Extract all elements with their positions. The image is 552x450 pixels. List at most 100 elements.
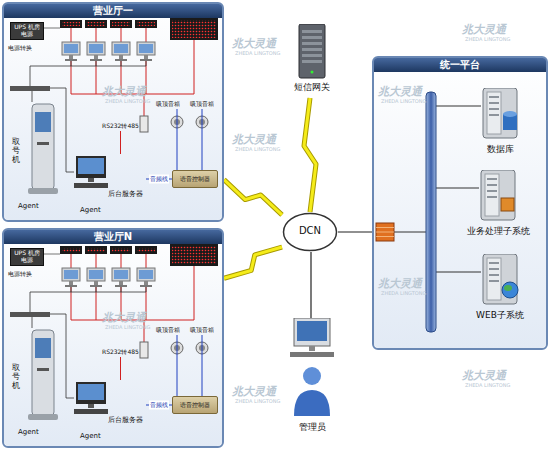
backend-server: 后台服务器Agent: [74, 380, 146, 446]
terminal-screen: [114, 44, 128, 53]
connector: [177, 109, 178, 170]
gateway-slot: [302, 42, 322, 45]
lightning-link: [224, 247, 282, 278]
app-badge: [501, 198, 514, 211]
node-title: 吸顶音箱: [190, 327, 214, 334]
terminal-screen: [64, 44, 78, 53]
terminal-monitor: [87, 268, 105, 281]
node-subtitle: Agent: [80, 432, 101, 440]
firewall: [376, 223, 394, 241]
signal-wire: [96, 28, 97, 42]
web-server-slot: [489, 262, 499, 264]
network-wire: [146, 287, 147, 292]
led-dots: [172, 246, 216, 264]
terminal-base: [115, 59, 127, 61]
pc-keyboard: [74, 409, 108, 414]
node-title: 语音控制器: [180, 176, 210, 183]
terminal-monitor: [137, 42, 155, 55]
connector: [310, 252, 311, 318]
watermark: 兆大灵通: [232, 132, 276, 147]
pc-stand: [88, 178, 94, 182]
app-server-slot: [487, 196, 497, 198]
app-server-case: [481, 170, 515, 220]
led-display: [135, 246, 157, 254]
signal-wire: [71, 28, 72, 42]
node-title: 取号机: [12, 364, 20, 390]
speaker-label: 吸顶音箱: [188, 326, 216, 335]
led-dots: [87, 22, 105, 26]
led-dots: [172, 20, 216, 38]
watermark: ZHEDA LINGTONG: [381, 290, 426, 296]
terminal-base: [115, 285, 127, 287]
node-title: 数据库: [460, 144, 540, 154]
pc-monitor: [76, 382, 106, 404]
terminal-monitor: [137, 268, 155, 281]
network-wire: [32, 91, 33, 102]
network-switch: [10, 86, 50, 91]
signal-wire: [146, 28, 147, 42]
watermark: ZHEDA LINGTONG: [105, 324, 150, 330]
app-server-front: [485, 174, 499, 216]
db-server-slot: [489, 114, 499, 116]
web-server-slot: [489, 268, 499, 270]
business-server: 业务处理子系统: [450, 170, 546, 244]
network-wire: [30, 292, 146, 312]
speaker-label: 吸顶音箱: [154, 326, 182, 335]
node-title: 后台服务器: [108, 190, 143, 198]
ups-box: UPS 机房电源: [10, 248, 44, 266]
connector: [202, 109, 203, 170]
terminal-base: [65, 59, 77, 61]
network-wire: [394, 232, 426, 233]
network-wire: [436, 272, 481, 273]
terminal-screen: [89, 270, 103, 279]
network-wire: [71, 287, 72, 292]
converter-label: RS232转485: [100, 122, 141, 131]
db-server-slot: [489, 108, 499, 110]
watermark: ZHEDA LINGTONG: [235, 50, 280, 56]
network-switch: [10, 312, 50, 317]
watermark: ZHEDA LINGTONG: [381, 98, 426, 104]
terminal-stand: [144, 55, 148, 59]
watermark: 兆大灵通: [378, 84, 422, 99]
gateway-slot: [302, 30, 322, 33]
led-dots: [112, 248, 130, 252]
led-board: [170, 244, 218, 266]
node-title: 业务处理子系统: [450, 226, 546, 236]
terminal-monitor: [112, 42, 130, 55]
led-dots: [137, 22, 155, 26]
terminal-stand: [144, 281, 148, 285]
connector: [120, 357, 121, 380]
app-server-slot: [487, 184, 497, 186]
app-server-slot: [487, 190, 497, 192]
node-title: 语音控制器: [180, 402, 210, 409]
kiosk-body: [32, 104, 54, 190]
db-server-front: [487, 92, 501, 134]
network-wire: [121, 61, 122, 66]
terminal-stand: [69, 281, 73, 285]
signal-wire: [194, 266, 195, 320]
signal-wire: [71, 254, 72, 268]
kiosk-slot: [37, 142, 49, 145]
signal-wire: [121, 254, 122, 268]
app-server-slot: [487, 178, 497, 180]
db-server-slot: [489, 96, 499, 98]
terminal-stand: [119, 281, 123, 285]
node-title: UPS 机房电源: [13, 24, 41, 38]
node-title: 吸顶音箱: [156, 327, 180, 334]
terminal-stand: [69, 55, 73, 59]
lightning-outline: [224, 180, 282, 215]
web-server-slot: [489, 274, 499, 276]
ticket-kiosk: 取号机Agent: [8, 328, 64, 444]
network-ellipse: DCN: [282, 212, 338, 252]
connector: [177, 335, 178, 396]
kiosk-base: [28, 188, 58, 194]
kiosk-slot: [37, 368, 49, 371]
firewall-brick: [376, 236, 394, 237]
rs232-converter: [140, 342, 148, 358]
db-server-slot: [489, 102, 499, 104]
node-title: 统一平台: [374, 58, 546, 72]
signal-wire: [96, 254, 97, 268]
ticket-kiosk: 取号机Agent: [8, 102, 64, 218]
admin-keyboard: [290, 352, 334, 357]
